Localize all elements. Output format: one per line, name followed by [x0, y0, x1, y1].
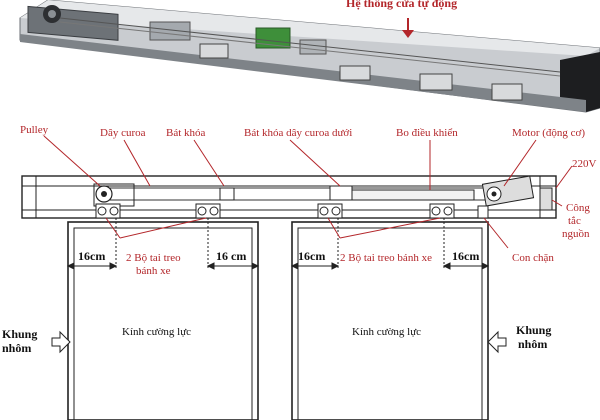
label-controller: Bo điều khiển — [396, 127, 458, 139]
dimension-right-inner: 16cm — [298, 249, 326, 263]
label-belt: Dây curoa — [100, 127, 146, 139]
hanger-wheels — [95, 203, 455, 219]
controller-board — [351, 189, 475, 201]
dimension-right-outer: 16cm — [452, 249, 480, 263]
label-glass-left: Kính cường lực — [122, 326, 192, 338]
label-frame-left-1: Khung — [2, 327, 38, 341]
pulley — [93, 183, 135, 207]
label-power-switch-2: tắc — [568, 215, 581, 227]
banner-arrow — [402, 18, 414, 38]
dimension-left-outer: 16cm — [78, 249, 106, 263]
label-lower-belt-lock-bracket: Bát khóa dây curoa dưới — [244, 127, 353, 139]
label-power-switch-3: nguồn — [562, 228, 590, 240]
label-voltage: 220V — [572, 158, 597, 170]
leader-lines — [43, 135, 573, 249]
label-stopper: Con chặn — [512, 252, 554, 264]
label-lock-bracket: Bát khóa — [166, 127, 206, 139]
lower-belt-lock-bracket — [329, 185, 353, 201]
label-hangers-right: 2 Bộ tai treo bánh xe — [340, 252, 432, 264]
label-hangers-left-2: bánh xe — [136, 265, 171, 277]
label-pulley: Pulley — [20, 124, 49, 136]
label-frame-right-1: Khung — [516, 323, 552, 337]
label-power-switch-1: Công — [566, 202, 590, 214]
frame-arrows — [51, 330, 507, 354]
label-frame-right-2: nhôm — [518, 337, 548, 351]
dimension-lines — [66, 218, 490, 270]
rail-3d-illustration — [19, 0, 600, 113]
stopper — [477, 205, 489, 219]
label-frame-left-2: nhôm — [2, 341, 32, 355]
lock-bracket — [219, 187, 235, 201]
motor — [481, 175, 535, 207]
dimension-left-inner: 16 cm — [216, 249, 247, 263]
banner-title: Hệ thống cửa tự động — [346, 0, 458, 10]
label-hangers-left-1: 2 Bộ tai treo — [126, 252, 181, 264]
label-motor: Motor (động cơ) — [512, 127, 586, 139]
power-switch — [539, 187, 553, 211]
label-glass-right: Kính cường lực — [352, 326, 422, 338]
